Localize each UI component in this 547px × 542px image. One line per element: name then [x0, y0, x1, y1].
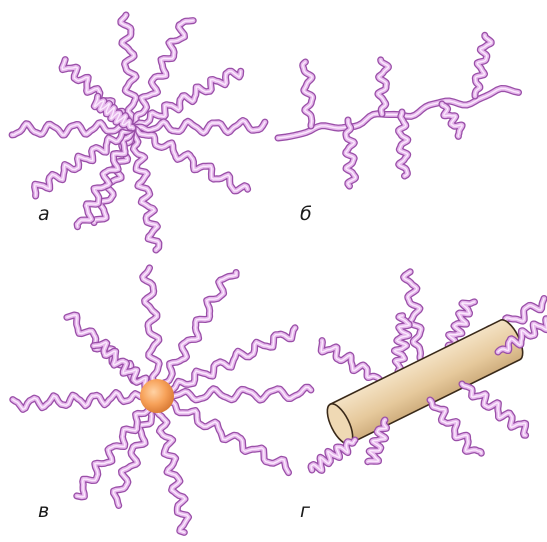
side-branch — [378, 60, 389, 114]
panel-label-a: а — [38, 203, 50, 225]
grafted-chain — [157, 396, 189, 532]
panel-label-g: г — [300, 500, 310, 522]
panel-b-branched-polymer — [278, 35, 519, 186]
panel-g-grafted-rod — [311, 272, 547, 471]
grafted-chain — [321, 341, 380, 380]
grafted-chain — [311, 440, 355, 470]
side-branch — [303, 62, 313, 126]
panel-label-v: в — [38, 500, 49, 522]
panel-v-grafted-sphere — [13, 268, 311, 533]
grafted-chain — [13, 393, 157, 410]
core-sphere — [140, 379, 174, 413]
side-branch — [475, 35, 491, 96]
core-rod — [322, 316, 528, 447]
grafted-chain — [462, 384, 526, 435]
grafted-chain — [157, 387, 311, 400]
side-branch — [442, 104, 462, 136]
star-arm — [133, 121, 265, 134]
star-arm — [133, 128, 248, 191]
grafted-chain — [430, 400, 481, 453]
grafted-chain — [394, 316, 409, 372]
panel-a-star-polymer — [12, 15, 265, 250]
side-branch — [399, 112, 408, 176]
panel-label-b: б — [300, 203, 312, 225]
